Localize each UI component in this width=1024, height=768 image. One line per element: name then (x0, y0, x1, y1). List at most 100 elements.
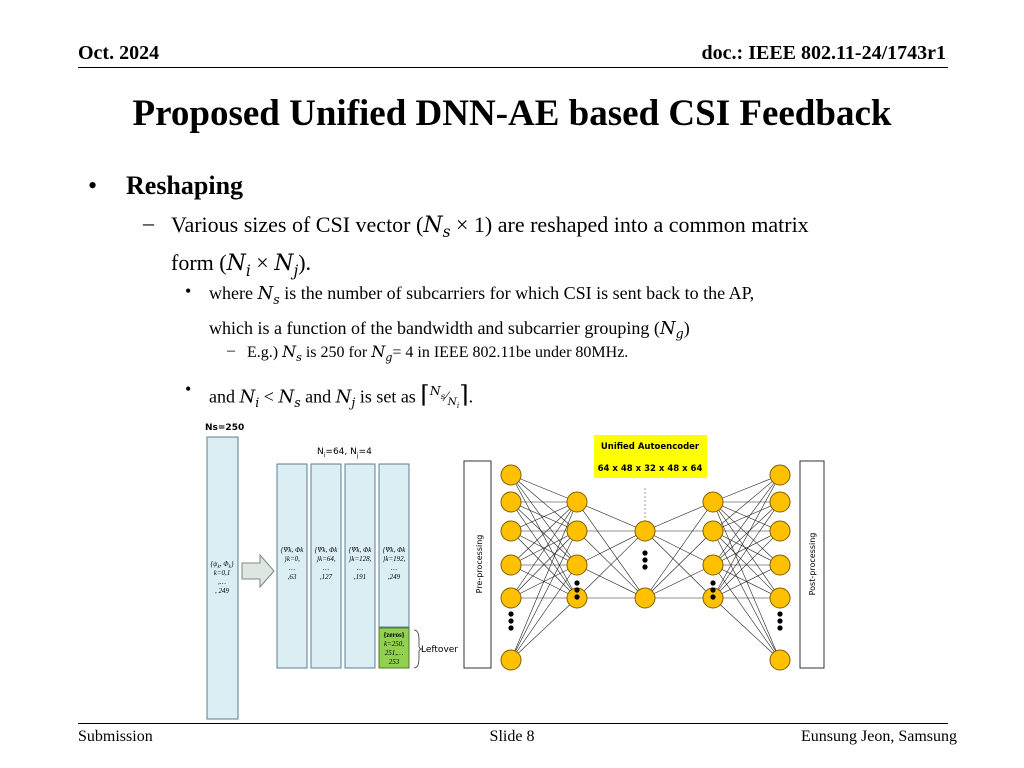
network-node (769, 649, 791, 671)
header-doc-id: doc.: IEEE 802.11-24/1743r1 (701, 42, 946, 64)
network-edge (644, 501, 714, 532)
autoencoder-network (500, 464, 791, 671)
network-edge (510, 474, 578, 503)
ellipsis-dot (777, 611, 783, 617)
vector-label-line4: , 249 (215, 587, 230, 595)
header-date: Oct. 2024 (78, 42, 160, 64)
dash-marker: – (143, 210, 154, 235)
column-label: ,127 (320, 573, 333, 581)
network-node (500, 491, 522, 513)
bullet-example: E.g.) Ns is 250 for Ng= 4 in IEEE 802.11… (247, 342, 629, 365)
ellipsis-dot (508, 611, 514, 617)
network-edge (712, 501, 781, 532)
column-label: }k=128, (349, 555, 372, 563)
network-edge (510, 530, 578, 599)
network-edge (510, 530, 578, 566)
dash-marker: – (227, 342, 235, 359)
autoencoder-title: Unified Autoencoder (601, 442, 700, 452)
network-node (500, 520, 522, 542)
column-label: ,249 (388, 573, 401, 581)
network-node (769, 491, 791, 513)
ns-label: Ns=250 (205, 423, 244, 433)
network-edge (510, 597, 578, 661)
vector-label-line3: ,… (218, 578, 226, 586)
network-edge (510, 474, 578, 566)
network-node (566, 520, 588, 542)
network-node (769, 520, 791, 542)
matrix-column (276, 463, 308, 669)
ellipsis-dot (710, 594, 716, 600)
ellipsis-dot (574, 580, 580, 586)
bullet-ns-definition: where Ns is the number of subcarriers fo… (209, 283, 755, 342)
network-edge (712, 597, 781, 661)
network-edge (510, 501, 578, 599)
network-edge (712, 474, 781, 503)
ellipsis-dot (642, 550, 648, 556)
ellipsis-dot (777, 625, 783, 631)
column-label: ,63 (288, 573, 297, 581)
zeros-label: k=250, (384, 640, 404, 648)
network-node (500, 649, 522, 671)
network-edge (644, 564, 714, 599)
zeros-label: {zeros} (384, 631, 405, 639)
network-edge (510, 564, 578, 661)
autoencoder-dims: 64 x 48 x 32 x 48 x 64 (598, 464, 703, 474)
reshaping-autoencoder-diagram: Ns=250 {ψk, Φk} k=0,1 ,… , 249 Ni=64, Nj… (205, 423, 825, 720)
leftover-label: Leftover (421, 645, 458, 655)
column-label: … (391, 564, 397, 572)
bullet-marker: • (185, 281, 192, 301)
network-edge (510, 501, 578, 566)
matrix-column (378, 463, 410, 628)
ellipsis-dot (508, 625, 514, 631)
network-edge (576, 501, 646, 532)
network-edge (644, 530, 714, 599)
network-edge (712, 530, 781, 661)
network-edge (510, 501, 578, 661)
reshaped-matrix: {Ψk, Φk }k=0, … ,63 {Ψk, Φk }k=64, … ,12… (276, 463, 410, 669)
slide-title: Proposed Unified DNN-AE based CSI Feedba… (132, 93, 892, 134)
network-node (634, 520, 656, 542)
bullet-marker: • (185, 379, 192, 399)
matrix-column (344, 463, 376, 669)
network-node (500, 464, 522, 486)
leftover-brace (413, 629, 423, 669)
column-label: }k=64, (316, 555, 336, 563)
vector-label-line2: k=0,1 (214, 569, 231, 577)
network-edge (712, 530, 781, 566)
zeros-block (378, 627, 410, 669)
network-node (769, 554, 791, 576)
zeros-label: 251,… (385, 649, 403, 657)
post-processing-box (799, 460, 825, 669)
network-edge (644, 530, 714, 566)
network-edge (712, 501, 781, 661)
network-edge (576, 530, 646, 566)
network-node (500, 554, 522, 576)
pre-processing-box (463, 460, 492, 669)
network-node (702, 554, 724, 576)
footer-rule (78, 723, 948, 724)
vector-label-line1: {ψk, Φk} (210, 560, 233, 570)
column-label: {Ψk, Φk (383, 546, 407, 554)
ellipsis-dot (777, 618, 783, 624)
network-edge (510, 474, 578, 532)
ellipsis-dot (574, 587, 580, 593)
network-node (566, 491, 588, 513)
column-label: {Ψk, Φk (281, 546, 305, 554)
bullet-reshape-description: Various sizes of CSI vector (Ns × 1) are… (171, 212, 809, 280)
ni-nj-label: Ni=64, Nj=4 (317, 447, 372, 459)
ellipsis-dot (642, 557, 648, 563)
network-edge (712, 564, 781, 661)
column-label: … (357, 564, 363, 572)
network-edge (712, 474, 781, 599)
matrix-column (310, 463, 342, 669)
zeros-label: 253 (389, 658, 400, 666)
header-rule (78, 67, 948, 68)
pre-processing-label: Pre-processing (475, 535, 484, 594)
column-label: … (323, 564, 329, 572)
bullet-reshaping: Reshaping (126, 171, 244, 200)
column-label: … (289, 564, 295, 572)
network-node (566, 554, 588, 576)
ellipsis-dot (574, 594, 580, 600)
network-edge (576, 564, 646, 599)
column-label: }k=192, (383, 555, 406, 563)
